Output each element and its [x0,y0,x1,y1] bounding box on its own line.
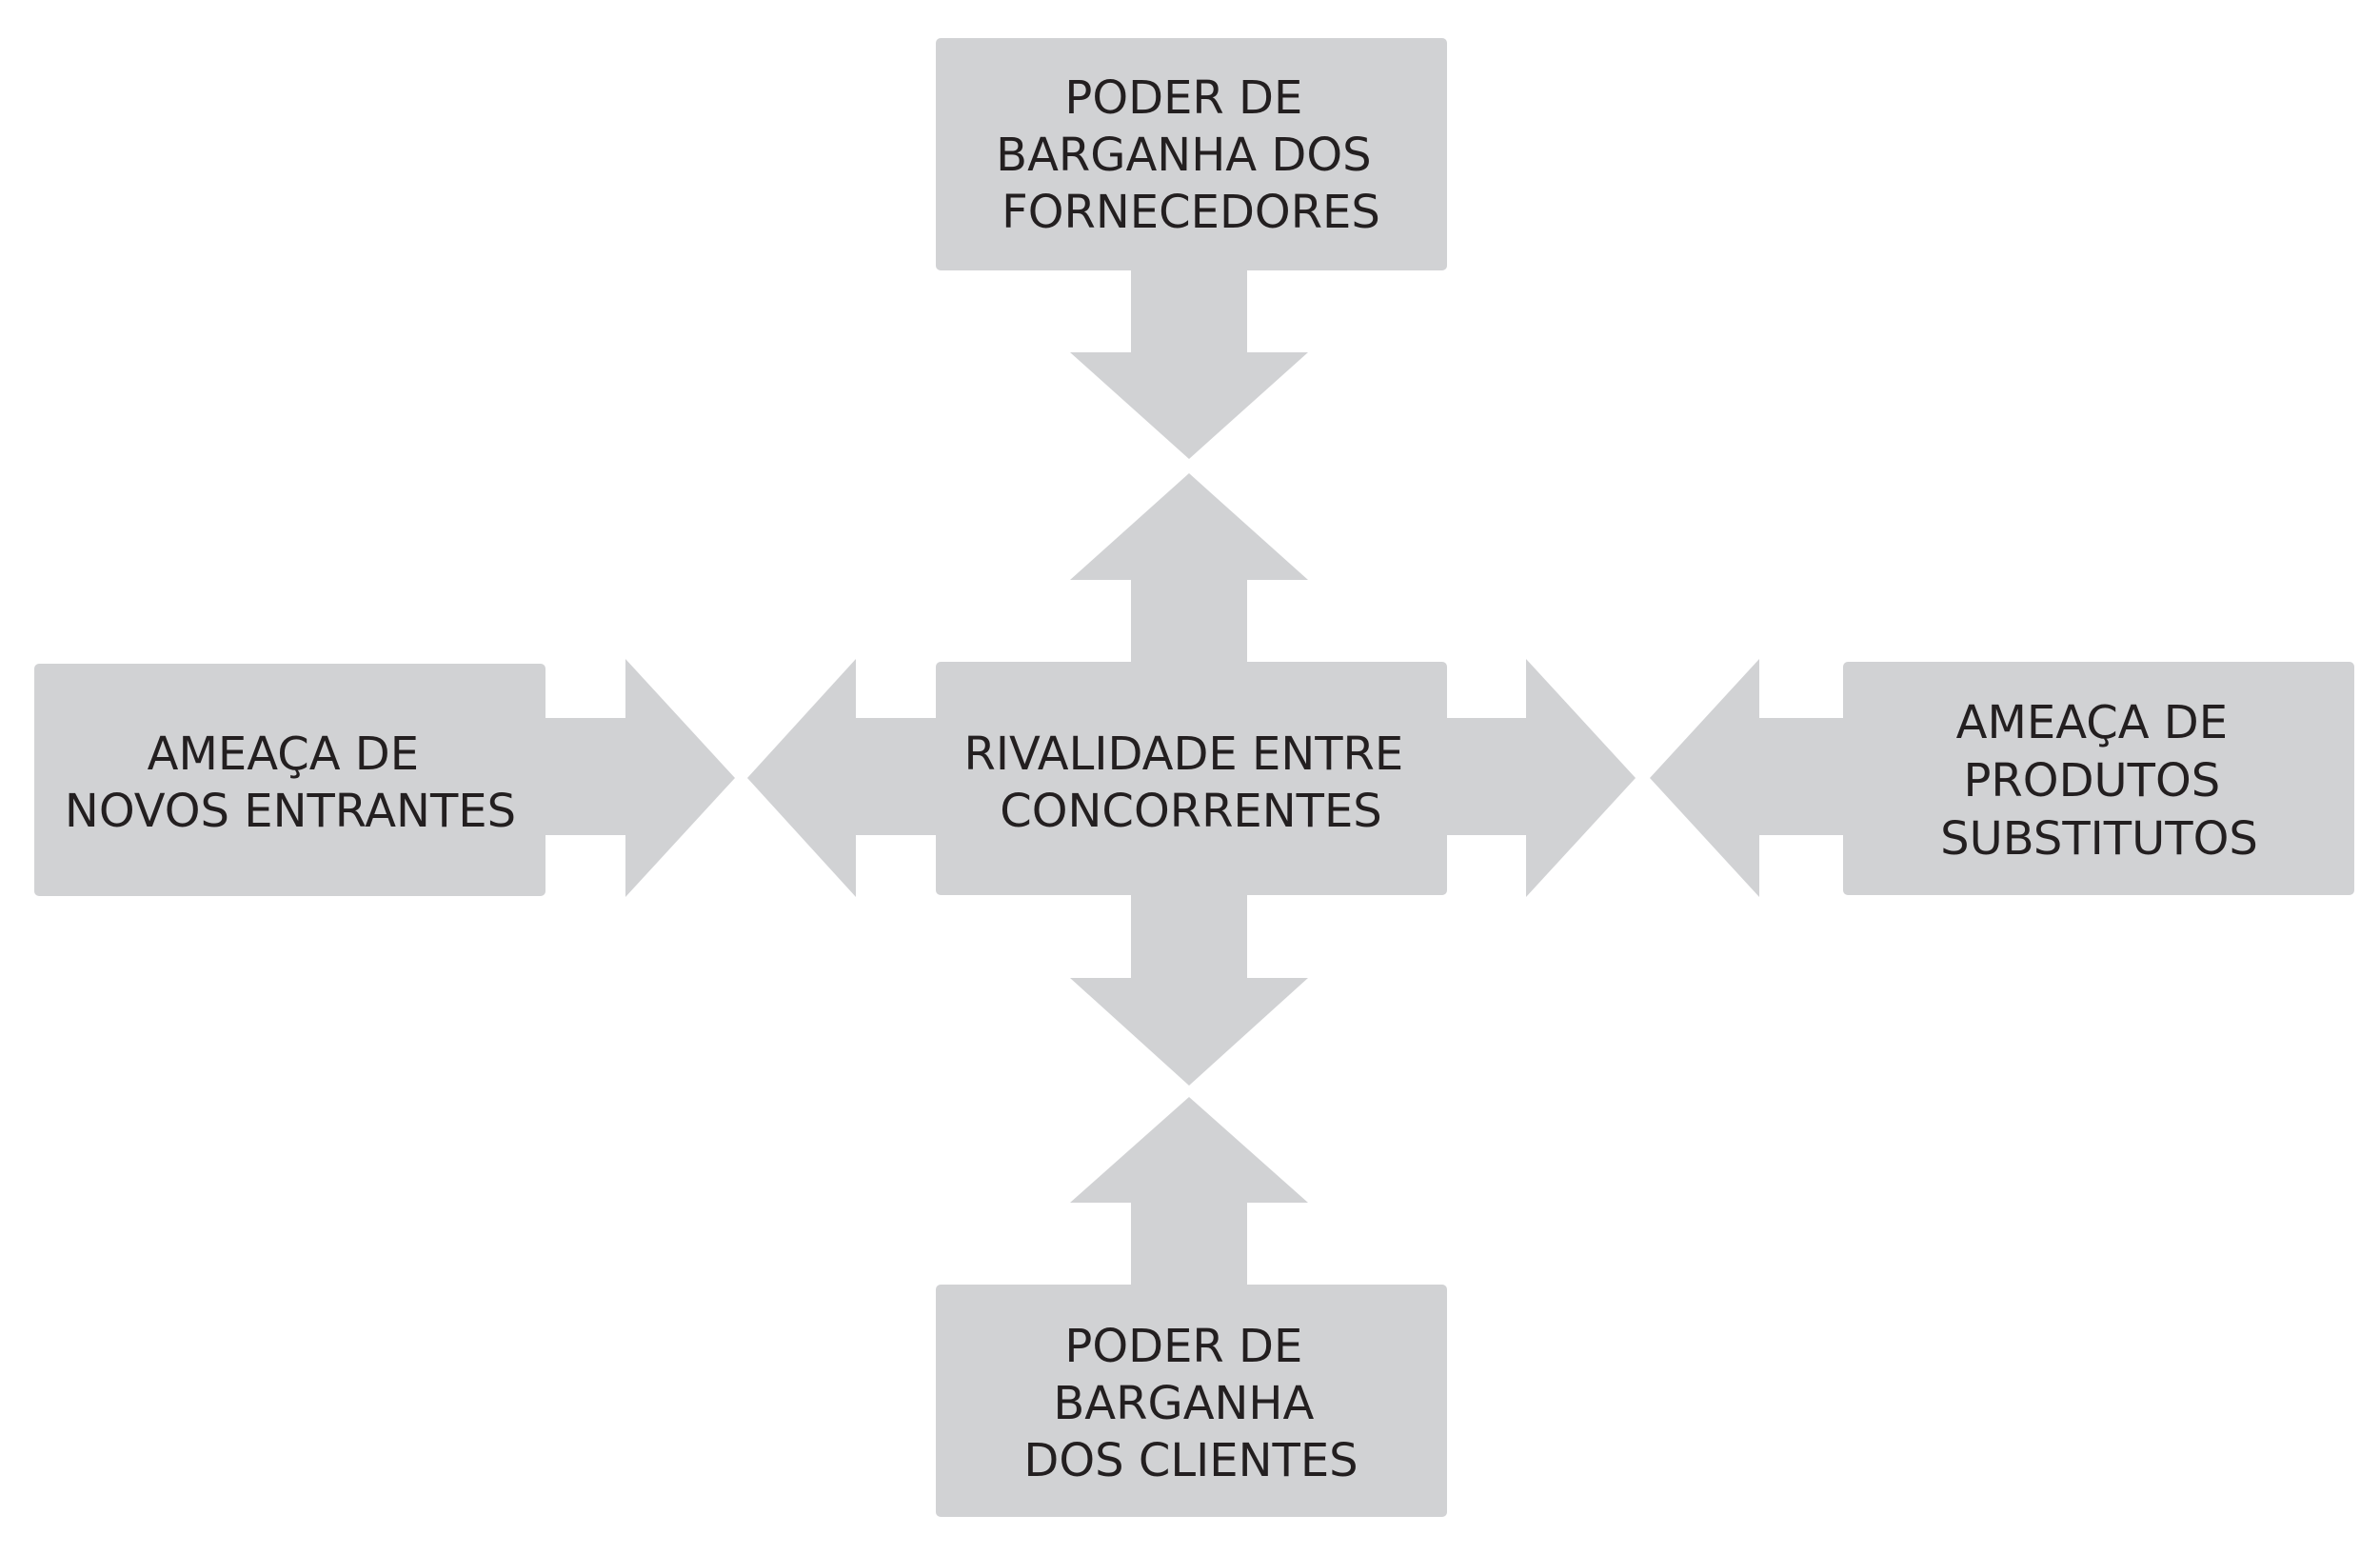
box-suppliers-line-1: PODER DE [1064,71,1302,125]
arrow-rivalry-to-new-entrants [747,659,937,897]
box-rivalry: RIVALIDADE ENTRE CONCORRENTES [936,662,1447,895]
box-substitutes: AMEAÇA DE PRODUTOS SUBSTITUTOS [1843,662,2354,895]
box-new-entrants-line-1: AMEAÇA DE [148,728,419,781]
arrow-clients-to-rivalry [1070,1097,1308,1286]
svg-text:PODER DE BARGANHA: PODER DE BARGANHA DOS CLIENTES [1023,1320,1358,1487]
svg-text:AMEAÇA DE PRODUTOS: AMEAÇA DE PRODUTOS SUBSTITUTOS [1940,696,2258,866]
box-substitutes-line-3: SUBSTITUTOS [1940,812,2258,866]
box-new-entrants-line-2: NOVOS ENTRANTES [65,785,516,838]
box-substitutes-line-2: PRODUTOS [1963,754,2220,807]
arrow-rivalry-to-suppliers [1070,473,1308,662]
box-substitutes-line-1: AMEAÇA DE [1956,696,2228,749]
arrow-rivalry-to-clients [1070,895,1308,1086]
box-clients-line-2: BARGANHA [1053,1377,1314,1430]
box-clients: PODER DE BARGANHA DOS CLIENTES [936,1285,1447,1517]
svg-text:AMEAÇA DE NOVOS ENTRANTE: AMEAÇA DE NOVOS ENTRANTES [65,728,516,838]
box-suppliers-line-3: FORNECEDORES [1002,186,1380,239]
box-suppliers-line-2: BARGANHA DOS [996,129,1371,182]
svg-text:RIVALIDADE ENTRE CONCORR: RIVALIDADE ENTRE CONCORRENTES [963,728,1418,838]
svg-text:PODER DE BARGANHA DOS: PODER DE BARGANHA DOS FORNECEDORES [996,71,1386,239]
box-suppliers: PODER DE BARGANHA DOS FORNECEDORES [936,38,1447,270]
box-rivalry-line-2: CONCORRENTES [1000,785,1382,838]
box-rivalry-line-1: RIVALIDADE ENTRE [963,728,1403,781]
arrow-suppliers-to-rivalry [1070,269,1308,459]
box-new-entrants: AMEAÇA DE NOVOS ENTRANTES [34,664,545,896]
box-clients-line-1: PODER DE [1064,1320,1302,1373]
arrow-new-entrants-to-rivalry [545,659,735,897]
arrow-rivalry-to-substitutes [1445,659,1636,897]
box-clients-line-3: DOS CLIENTES [1023,1434,1358,1487]
arrow-substitutes-to-rivalry [1650,659,1845,897]
